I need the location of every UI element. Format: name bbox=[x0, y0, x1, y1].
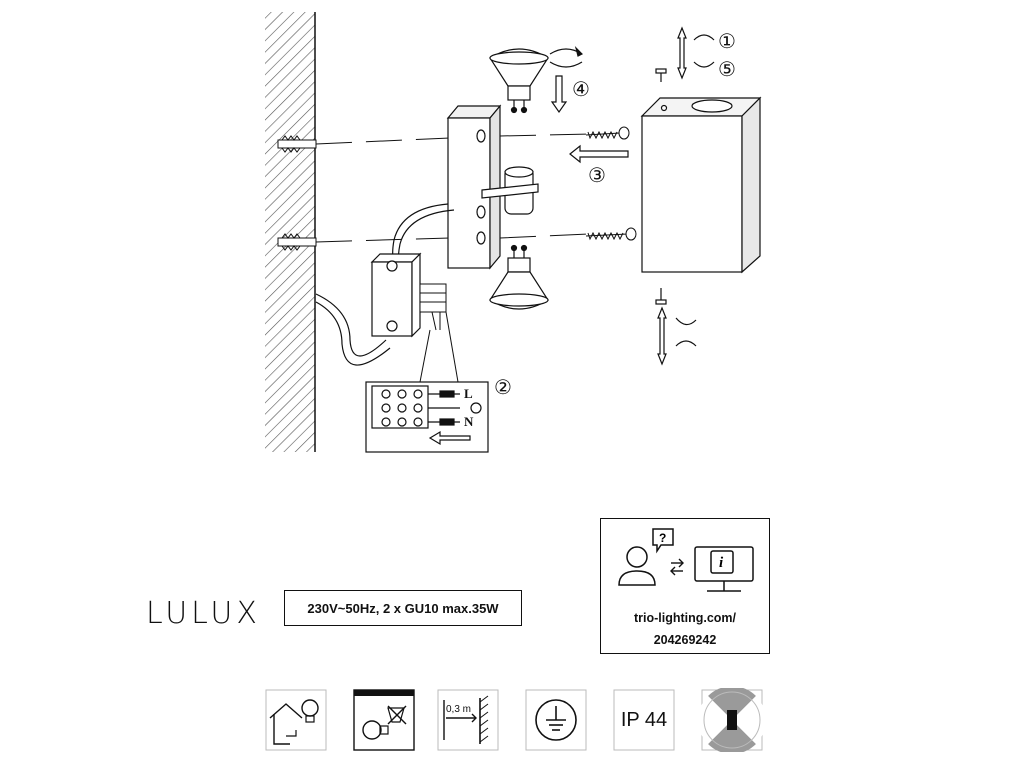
lamp-housing bbox=[640, 96, 762, 274]
question-glyph: ? bbox=[659, 531, 666, 545]
junction-box bbox=[370, 252, 422, 338]
step-4-label: ④ bbox=[572, 79, 590, 101]
no-bulb-included-icon bbox=[352, 688, 416, 752]
spec-text: 230V~50Hz, 2 x GU10 max.35W bbox=[307, 600, 499, 616]
up-down-light-icon bbox=[698, 686, 766, 754]
terminal-block bbox=[419, 283, 447, 331]
live-label: L bbox=[464, 386, 473, 401]
gu10-bulb-top bbox=[489, 48, 549, 114]
gu10-bulb-bottom bbox=[489, 244, 549, 310]
exchange-arrows-icon bbox=[670, 558, 684, 576]
step-labels: ① ⑤ ④ ③ ② bbox=[494, 31, 736, 399]
step-5-label: ⑤ bbox=[718, 59, 736, 81]
distance-label: 0,3 m bbox=[446, 704, 471, 715]
brand-name: LULUX bbox=[146, 596, 261, 631]
screw-top bbox=[585, 126, 630, 140]
step-2-label: ② bbox=[494, 377, 512, 399]
step-3-label: ③ bbox=[588, 165, 606, 187]
slide-left-arrow-icon bbox=[569, 144, 629, 164]
article-number: 204269242 bbox=[653, 633, 717, 647]
set-screw-bottom-icon bbox=[655, 288, 697, 366]
spec-box: 230V~50Hz, 2 x GU10 max.35W bbox=[284, 590, 522, 626]
rotate-arrow-icon bbox=[549, 46, 584, 68]
set-screw-top-icon bbox=[655, 26, 715, 82]
ip44-icon: IP 44 bbox=[612, 688, 676, 752]
neutral-label: N bbox=[464, 414, 474, 429]
monitor-info-icon bbox=[694, 546, 754, 592]
socket-holder bbox=[481, 166, 539, 215]
insert-down-arrow-icon bbox=[550, 75, 568, 114]
alignment-lines bbox=[315, 133, 591, 243]
step-1-label: ① bbox=[718, 31, 736, 53]
info-glyph: i bbox=[719, 555, 724, 571]
screw-bottom bbox=[585, 227, 637, 241]
user-question-icon bbox=[618, 528, 674, 586]
detail-pointer-line-2 bbox=[419, 329, 431, 383]
min-distance-icon: 0,3 m bbox=[436, 688, 500, 752]
support-url[interactable]: trio-lighting.com/ bbox=[633, 611, 737, 625]
ip-rating-text: IP 44 bbox=[620, 708, 668, 731]
earth-ground-icon bbox=[524, 688, 588, 752]
support-illustration: ? i bbox=[618, 528, 754, 592]
wall bbox=[265, 12, 316, 452]
indoor-outdoor-bulb-icon bbox=[264, 688, 328, 752]
detail-pointer-line bbox=[445, 311, 459, 383]
wiring-detail bbox=[365, 381, 489, 453]
mounting-plate bbox=[446, 104, 502, 270]
support-box: ? i trio-lighting.com/ 204269242 bbox=[600, 518, 770, 654]
